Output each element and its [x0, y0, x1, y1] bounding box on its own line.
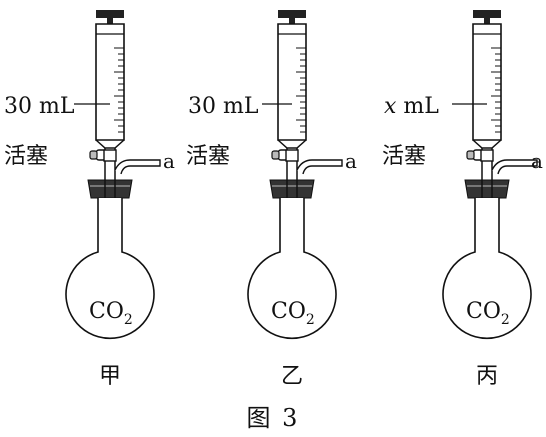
gas-formula: CO [89, 299, 124, 324]
gas-label-bing: CO2 [466, 299, 510, 328]
outlet-label-bing: a [531, 149, 543, 173]
apparatus-name-jia: 甲 [99, 364, 121, 389]
apparatus-name-bing: 丙 [476, 364, 498, 389]
volume-label-yi: 30 mL [188, 94, 259, 119]
gas-subscript: 2 [306, 312, 315, 328]
figure-caption: 图 3 [246, 404, 300, 432]
volume-unit: mL [396, 94, 439, 119]
gas-subscript: 2 [501, 312, 510, 328]
gas-formula: CO [466, 299, 501, 324]
syringe-flask-drawing [65, 9, 161, 340]
apparatus-jia [65, 9, 161, 340]
gas-label-jia: CO2 [89, 299, 133, 328]
stopcock-label-bing: 活塞 [382, 144, 426, 169]
gas-formula: CO [271, 299, 306, 324]
gas-subscript: 2 [124, 312, 133, 328]
apparatus-yi [247, 9, 343, 340]
apparatus-bing [442, 9, 538, 340]
volume-label-bing: x mL [384, 94, 439, 119]
syringe-flask-drawing [442, 9, 538, 340]
stopcock-label-yi: 活塞 [186, 144, 230, 169]
outlet-label-yi: a [345, 149, 357, 173]
gas-label-yi: CO2 [271, 299, 315, 328]
volume-label-jia: 30 mL [4, 94, 75, 119]
syringe-flask-drawing [247, 9, 343, 340]
apparatus-name-yi: 乙 [281, 364, 303, 389]
outlet-label-jia: a [163, 149, 175, 173]
stopcock-label-jia: 活塞 [4, 144, 48, 169]
volume-variable-x: x [384, 94, 397, 119]
